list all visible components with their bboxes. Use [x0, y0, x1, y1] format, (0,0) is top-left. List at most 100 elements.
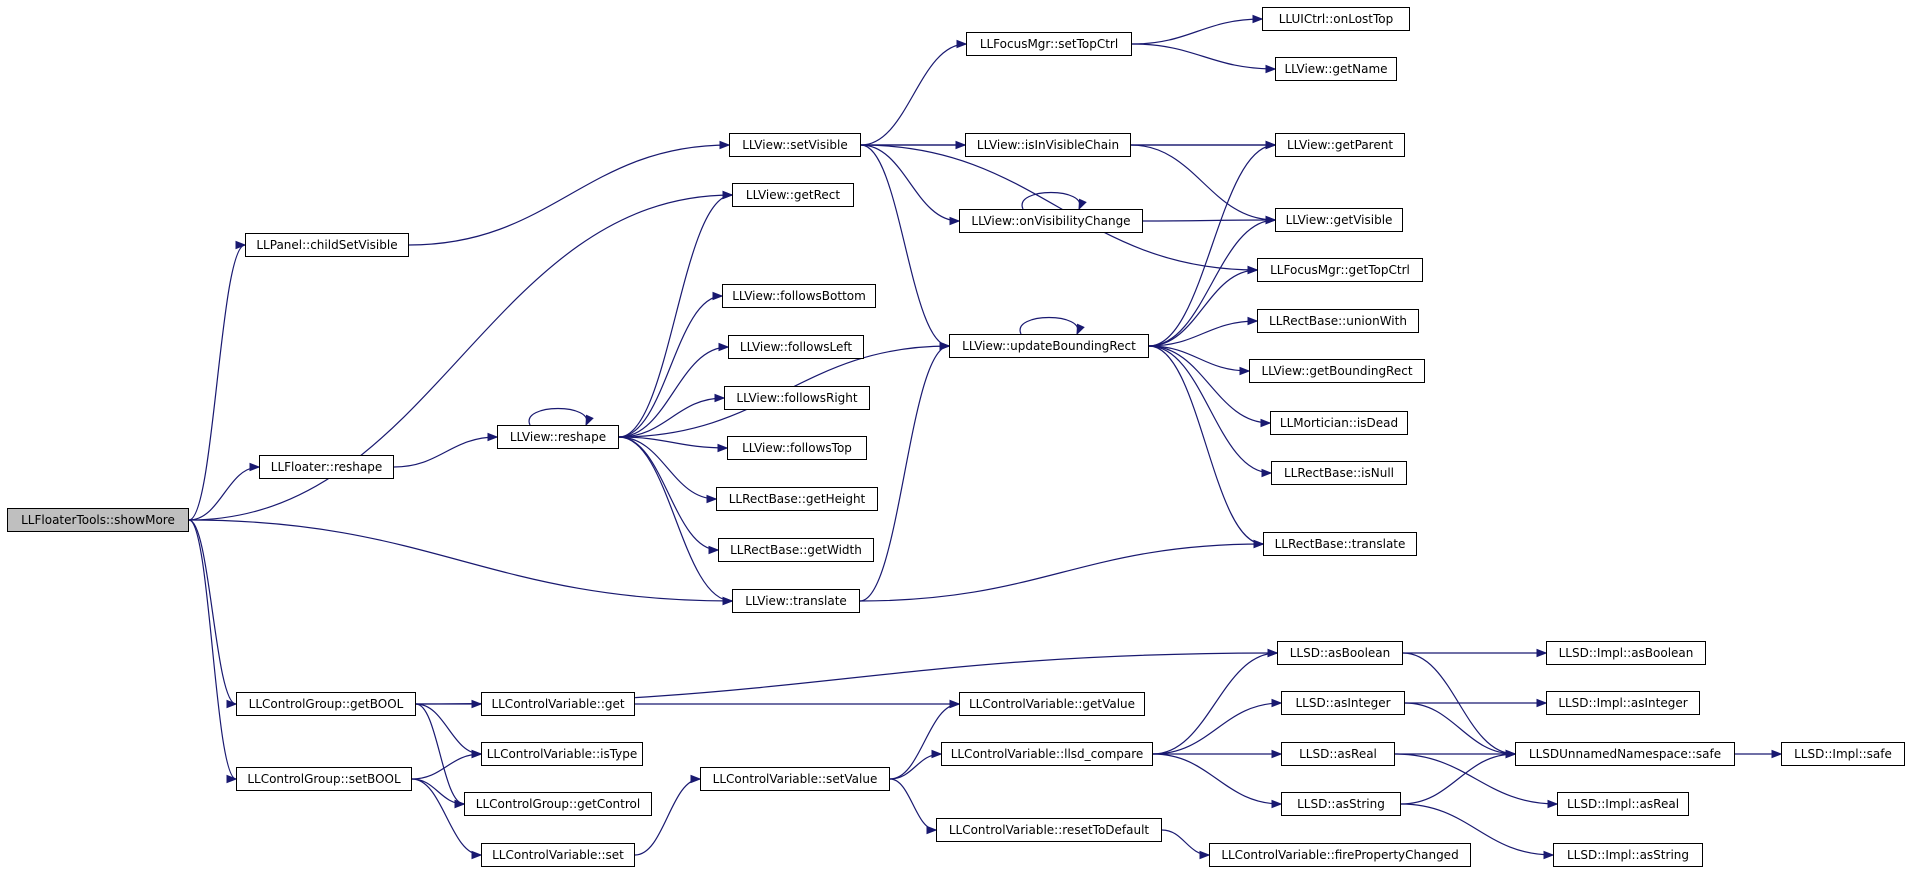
node-get-parent[interactable]: LLView::getParent	[1275, 133, 1405, 157]
edge-onVisibilityChange-to-getVisible	[1142, 219, 1276, 222]
edge-asString-to-safe-arrowhead	[1505, 749, 1517, 759]
edge-showMore-to-setBOOL-arrowhead	[226, 774, 238, 784]
node-view-reshape[interactable]: LLView::reshape	[497, 425, 619, 449]
node-as-boolean[interactable]: LLSD::asBoolean	[1277, 641, 1403, 665]
edge-setBOOL-to-cvSet	[411, 778, 482, 856]
edge-updateBoundingRect-to-getParent	[1148, 144, 1276, 347]
edge-asReal-to-implAsReal-arrowhead	[1547, 799, 1559, 809]
edge-resetToDefault-to-firePropertyChanged-arrowhead	[1199, 850, 1211, 860]
edge-showMore-to-setBOOL	[188, 519, 237, 780]
node-cv-set[interactable]: LLControlVariable::set	[481, 843, 635, 867]
node-rect-translate[interactable]: LLRectBase::translate	[1263, 532, 1417, 556]
node-get-control[interactable]: LLControlGroup::getControl	[464, 792, 652, 816]
edge-setVisible-to-updateBoundingRect	[860, 144, 950, 347]
node-on-lost-top[interactable]: LLUICtrl::onLostTop	[1262, 7, 1410, 31]
edge-updateBoundingRect-to-getParent-arrowhead	[1265, 140, 1277, 150]
node-get-visible[interactable]: LLView::getVisible	[1275, 208, 1403, 232]
node-get-rect[interactable]: LLView::getRect	[732, 183, 854, 207]
edge-viewReshape-to-viewReshape-arrowhead	[585, 414, 594, 427]
node-follows-bottom[interactable]: LLView::followsBottom	[722, 284, 876, 308]
node-child-set-visible[interactable]: LLPanel::childSetVisible	[245, 233, 409, 257]
node-cv-get[interactable]: LLControlVariable::get	[481, 692, 635, 716]
edge-updateBoundingRect-to-rectTranslate	[1148, 345, 1264, 545]
edge-showMore-to-floaterReshape-arrowhead	[249, 462, 261, 472]
node-cv-get-value[interactable]: LLControlVariable::getValue	[959, 692, 1145, 716]
edge-viewTranslate-to-rectTranslate	[859, 543, 1264, 602]
edge-asString-to-safe	[1400, 753, 1516, 805]
node-reset-to-default[interactable]: LLControlVariable::resetToDefault	[936, 818, 1162, 842]
node-floater-reshape[interactable]: LLFloater::reshape	[259, 455, 394, 479]
edge-setTopCtrl-to-getName	[1131, 43, 1276, 70]
node-follows-right[interactable]: LLView::followsRight	[724, 386, 870, 410]
edge-llsdCompare-to-asString-arrowhead	[1271, 799, 1283, 809]
edge-getBOOL-to-cvGet-arrowhead	[471, 699, 483, 709]
edge-showMore-to-floaterReshape	[188, 466, 260, 521]
edge-viewReshape-to-getWidth	[618, 436, 719, 551]
edge-asString-to-implAsString-arrowhead	[1543, 850, 1555, 860]
node-get-name[interactable]: LLView::getName	[1275, 57, 1397, 81]
node-cv-set-value[interactable]: LLControlVariable::setValue	[700, 767, 890, 791]
edge-asInteger-to-implAsInteger-arrowhead	[1536, 698, 1548, 708]
node-is-dead[interactable]: LLMortician::isDead	[1270, 411, 1408, 435]
node-fire-property-changed[interactable]: LLControlVariable::firePropertyChanged	[1209, 843, 1471, 867]
node-get-width[interactable]: LLRectBase::getWidth	[718, 538, 874, 562]
node-follows-top[interactable]: LLView::followsTop	[727, 436, 867, 460]
node-update-bounding-rect[interactable]: LLView::updateBoundingRect	[949, 334, 1149, 358]
node-impl-safe[interactable]: LLSD::Impl::safe	[1781, 742, 1905, 766]
edge-isInVisibleChain-to-getVisible	[1130, 144, 1276, 221]
node-union-with[interactable]: LLRectBase::unionWith	[1257, 309, 1419, 333]
edge-asString-to-implAsString	[1400, 803, 1554, 856]
edge-setVisible-to-setTopCtrl	[860, 43, 967, 146]
node-safe[interactable]: LLSDUnnamedNamespace::safe	[1515, 742, 1735, 766]
node-is-null[interactable]: LLRectBase::isNull	[1271, 461, 1407, 485]
edge-childSetVisible-to-setVisible	[408, 144, 730, 246]
node-as-real[interactable]: LLSD::asReal	[1281, 742, 1395, 766]
edge-viewReshape-to-viewTranslate-arrowhead	[722, 596, 734, 606]
node-llsd-compare[interactable]: LLControlVariable::llsd_compare	[941, 742, 1153, 766]
edge-setBOOL-to-cvIsType-arrowhead	[471, 749, 483, 759]
node-set-b-o-o-l[interactable]: LLControlGroup::setBOOL	[236, 767, 412, 791]
edge-llsdCompare-to-asBoolean-arrowhead	[1267, 648, 1279, 658]
edge-llsdCompare-to-asBoolean	[1152, 652, 1278, 755]
edge-updateBoundingRect-to-getBoundingRect	[1148, 345, 1250, 372]
edge-cvSetValue-to-resetToDefault-arrowhead	[926, 825, 938, 835]
edge-updateBoundingRect-to-getVisible	[1148, 219, 1276, 347]
node-as-integer[interactable]: LLSD::asInteger	[1281, 691, 1405, 715]
edge-setVisible-to-onVisibilityChange	[860, 144, 960, 222]
edge-viewTranslate-to-rectTranslate-arrowhead	[1253, 539, 1265, 549]
node-impl-as-boolean[interactable]: LLSD::Impl::asBoolean	[1546, 641, 1706, 665]
node-get-top-ctrl[interactable]: LLFocusMgr::getTopCtrl	[1257, 258, 1423, 282]
edge-floaterReshape-to-viewReshape-arrowhead	[487, 432, 499, 442]
node-get-height[interactable]: LLRectBase::getHeight	[716, 487, 878, 511]
node-follows-left[interactable]: LLView::followsLeft	[728, 335, 864, 359]
edge-setTopCtrl-to-onLostTop	[1131, 18, 1263, 45]
node-as-string[interactable]: LLSD::asString	[1281, 792, 1401, 816]
edge-safe-to-implSafe-arrowhead	[1771, 749, 1783, 759]
node-impl-as-real[interactable]: LLSD::Impl::asReal	[1557, 792, 1689, 816]
edge-showMore-to-childSetVisible-arrowhead	[235, 240, 247, 250]
node-cv-is-type[interactable]: LLControlVariable::isType	[481, 742, 643, 766]
edge-showMore-to-childSetVisible	[188, 244, 246, 521]
edge-viewReshape-to-followsBottom	[618, 295, 723, 438]
edge-setVisible-to-getTopCtrl	[860, 144, 1258, 271]
node-get-b-o-o-l[interactable]: LLControlGroup::getBOOL	[236, 692, 416, 716]
node-set-visible[interactable]: LLView::setVisible	[729, 133, 861, 157]
edge-onVisibilityChange-to-onVisibilityChange-arrowhead	[1078, 198, 1087, 211]
node-set-top-ctrl[interactable]: LLFocusMgr::setTopCtrl	[966, 32, 1132, 56]
node-show-more[interactable]: LLFloaterTools::showMore	[7, 508, 189, 532]
edge-updateBoundingRect-to-unionWith	[1148, 320, 1258, 347]
edge-cvSetValue-to-llsdCompare-arrowhead	[931, 749, 943, 759]
edge-updateBoundingRect-to-updateBoundingRect	[1019, 316, 1079, 335]
edge-llsdCompare-to-asReal-arrowhead	[1271, 749, 1283, 759]
node-is-in-visible-chain[interactable]: LLView::isInVisibleChain	[965, 133, 1131, 157]
edge-onVisibilityChange-to-onVisibilityChange	[1021, 191, 1081, 210]
node-view-translate[interactable]: LLView::translate	[732, 589, 860, 613]
edge-showMore-to-getBOOL-arrowhead	[226, 699, 238, 709]
edge-updateBoundingRect-to-getBoundingRect-arrowhead	[1239, 366, 1251, 376]
node-impl-as-integer[interactable]: LLSD::Impl::asInteger	[1546, 691, 1700, 715]
node-on-visibility-change[interactable]: LLView::onVisibilityChange	[959, 209, 1143, 233]
node-impl-as-string[interactable]: LLSD::Impl::asString	[1553, 843, 1703, 867]
edge-asReal-to-implAsReal	[1394, 753, 1558, 805]
node-get-bounding-rect[interactable]: LLView::getBoundingRect	[1249, 359, 1425, 383]
